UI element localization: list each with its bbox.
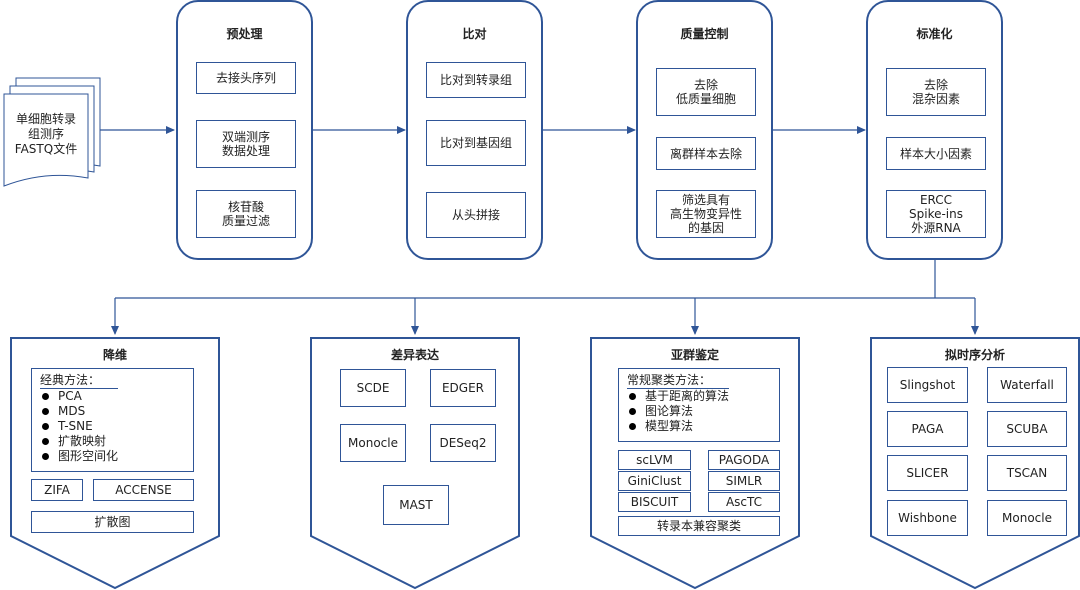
pseudo-tool-slingshot: Slingshot [887,367,968,403]
pseudo-tool-slicer: SLICER [887,455,968,491]
bullet-icon [42,438,49,445]
qc-step-2: 离群样本去除 [656,137,756,170]
subpop-classic-header: 常规聚类方法： [627,373,730,389]
pseudo-tool-waterfall: Waterfall [987,367,1067,403]
subpop-tool-giniclust: GiniClust [618,471,691,491]
diff-tool-monocle: Monocle [340,424,406,462]
subpop-title: 亚群鉴定 [670,348,719,362]
bullet-icon [629,408,636,415]
bullet-icon [629,393,636,400]
alignment-step-2: 比对到基因组 [426,120,526,166]
bullet-icon [42,423,49,430]
preprocess-title: 预处理 [226,27,263,41]
dim-tool-accense: ACCENSE [93,479,194,501]
normalization-title: 标准化 [916,27,953,41]
pseudo-tool-monocle: Monocle [987,500,1067,536]
pseudotime-title: 拟时序分析 [944,348,1005,362]
subpop-tool-simlr: SIMLR [708,471,780,491]
diff-tool-scde: SCDE [340,369,406,407]
bullet-icon [42,393,49,400]
alignment-step-1: 比对到转录组 [426,62,526,98]
diff-tool-edger: EDGER [430,369,496,407]
qc-title: 质量控制 [680,27,729,41]
preprocess-step-3: 核苷酸 质量过滤 [196,190,296,238]
subpop-tool-sclvm: scLVM [618,450,691,470]
normalization-step-2: 样本大小因素 [886,137,986,170]
fastq-document-shape [3,77,101,187]
subpop-tool-compat-clustering: 转录本兼容聚类 [618,516,780,536]
preprocess-step-1: 去接头序列 [196,62,296,94]
normalization-panel: 标准化 去除 混杂因素 样本大小因素 ERCC Spike-ins 外源RNA [866,0,1003,260]
subpop-tool-biscuit: BISCUIT [618,492,691,512]
fastq-input-label: 单细胞转录 组测序 FASTQ文件 [14,112,78,156]
bullet-icon [42,453,49,460]
alignment-panel: 比对 比对到转录组 比对到基因组 从头拼接 [406,0,543,260]
qc-panel: 质量控制 去除 低质量细胞 离群样本去除 筛选具有 高生物变异性 的基因 [636,0,773,260]
preprocess-panel: 预处理 去接头序列 双端测序 数据处理 核苷酸 质量过滤 [176,0,313,260]
subpop-classic-box: 常规聚类方法： 基于距离的算法 图论算法 模型算法 [618,368,780,442]
bullet-icon [42,408,49,415]
alignment-step-3: 从头拼接 [426,192,526,238]
qc-step-3: 筛选具有 高生物变异性 的基因 [656,190,756,238]
dim-reduction-classic-box: 经典方法： PCA MDS T-SNE 扩散映射 图形空间化 [31,368,194,472]
dim-tool-diffusion-map: 扩散图 [31,511,194,533]
dim-method-5: 图形空间化 [58,449,119,463]
pseudo-tool-scuba: SCUBA [987,411,1067,447]
qc-step-1: 去除 低质量细胞 [656,68,756,116]
pseudo-tool-paga: PAGA [887,411,968,447]
subpop-method-2: 图论算法 [645,404,694,418]
alignment-title: 比对 [462,27,487,41]
normalization-step-3: ERCC Spike-ins 外源RNA [886,190,986,238]
dim-tool-zifa: ZIFA [31,479,83,501]
dim-method-4: 扩散映射 [58,434,107,448]
subpop-tool-pagoda: PAGODA [708,450,780,470]
dim-method-3: T-SNE [58,419,93,433]
normalization-step-1: 去除 混杂因素 [886,68,986,116]
subpop-method-1: 基于距离的算法 [645,389,730,403]
subpop-method-3: 模型算法 [645,419,694,433]
dim-method-1: PCA [58,389,82,403]
pseudo-tool-wishbone: Wishbone [887,500,968,536]
preprocess-step-2: 双端测序 数据处理 [196,120,296,168]
dim-method-2: MDS [58,404,86,418]
bullet-icon [629,423,636,430]
dim-reduction-title: 降维 [102,348,127,362]
diff-expr-title: 差异表达 [390,348,439,362]
diff-tool-deseq2: DESeq2 [430,424,496,462]
diff-tool-mast: MAST [383,485,449,525]
dim-reduction-classic-header: 经典方法： [40,373,119,389]
pseudo-tool-tscan: TSCAN [987,455,1067,491]
subpop-tool-asctc: AscTC [708,492,780,512]
